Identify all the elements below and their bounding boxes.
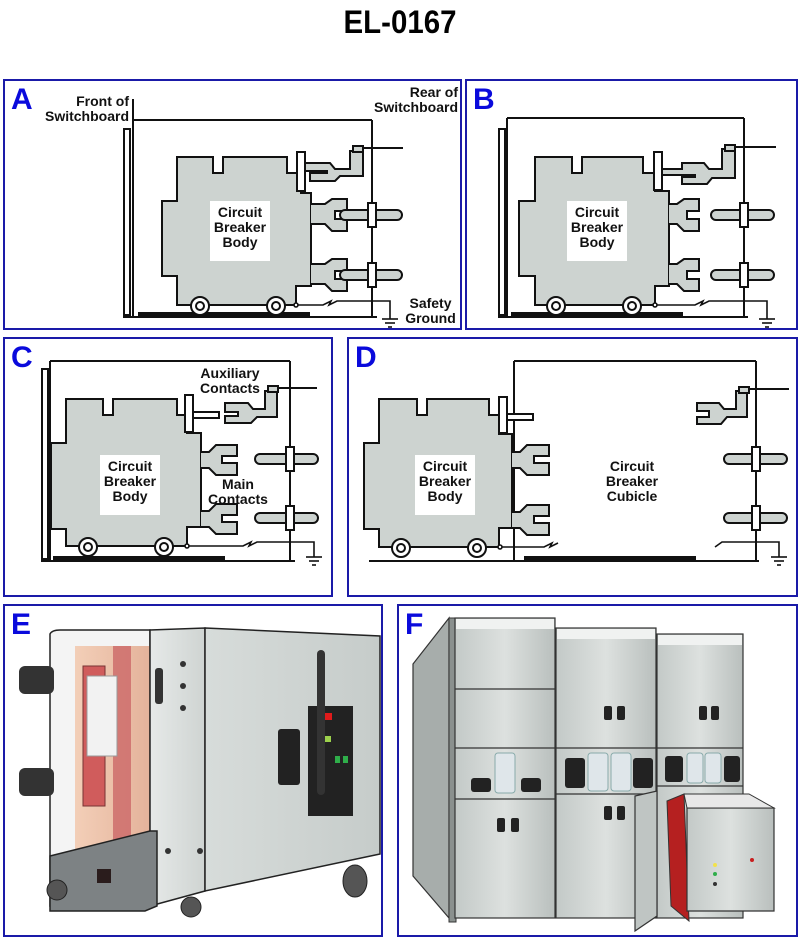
breaker-diagram-b: [498, 117, 776, 328]
breaker-diagram-d: [363, 360, 789, 566]
ground-wire: [652, 299, 775, 328]
floor-rail: [138, 312, 310, 316]
open-door: [634, 790, 658, 933]
manual-handle-recess: [278, 729, 300, 785]
ground-wire: [293, 299, 398, 328]
ground-wire: [497, 541, 787, 566]
label-rear-of-switchboard: Rear of Switchboard: [373, 84, 458, 115]
auxiliary-contact: [498, 386, 789, 434]
label-circuit-breaker-body: Circuit Breaker Body: [418, 458, 472, 504]
main-contacts: [669, 198, 775, 292]
wheels: [190, 296, 286, 316]
main-contacts: [512, 444, 788, 536]
label-circuit-breaker-body: Circuit Breaker Body: [103, 458, 157, 504]
panel-letter-a: A: [11, 83, 33, 116]
panel-c: C Auxiliary Contacts Main Contacts Circu…: [3, 337, 333, 597]
panel-letter-c: C: [11, 341, 33, 374]
panel-d: D Circuit Breaker Body Circuit Breaker C…: [347, 337, 798, 597]
panel-letter-e: E: [11, 608, 32, 641]
label-safety-ground: Safety Ground: [405, 295, 456, 326]
breaker-diagram-c: [41, 360, 322, 566]
auxiliary-contact: [184, 385, 317, 433]
green-indicator: [325, 736, 331, 742]
primary-bushings: [19, 666, 54, 796]
wheels: [78, 537, 174, 557]
label-auxiliary-contacts: Auxiliary Contacts: [200, 365, 260, 396]
main-contacts: [311, 198, 403, 292]
main-contacts: [201, 444, 319, 535]
panel-a: A Front of Switchboard Rear of Switchboa…: [3, 79, 462, 330]
breaker-diagram-a: [123, 99, 403, 328]
panel-e: E: [3, 604, 383, 937]
breaker-red-barrier: [666, 793, 690, 923]
label-circuit-breaker-cubicle: Circuit Breaker Cubicle: [605, 458, 659, 504]
wheels: [546, 296, 642, 316]
green-button: [335, 756, 340, 763]
label-circuit-breaker-body: Circuit Breaker Body: [213, 204, 267, 250]
auxiliary-contact: [296, 145, 403, 192]
switchgear-lineup-illustration: [412, 616, 776, 933]
label-main-contacts: Main Contacts: [208, 476, 268, 507]
red-indicator: [325, 713, 332, 720]
racking-handle: [317, 650, 325, 795]
panel-letter-d: D: [355, 341, 377, 374]
bolts: [165, 661, 203, 854]
vacuum-breaker-illustration: [19, 627, 381, 918]
panel-b: B Circuit Breaker Body: [465, 79, 798, 330]
wheels: [391, 538, 487, 558]
green-button: [343, 756, 348, 763]
label-front-of-switchboard: Front of Switchboard: [44, 93, 129, 124]
side-handle: [155, 668, 163, 704]
casters: [46, 864, 368, 918]
ground-wire: [184, 540, 322, 566]
control-switches: [471, 706, 740, 832]
body-label-bg: [210, 201, 270, 261]
panel-letter-f: F: [405, 608, 424, 641]
panel-letter-b: B: [473, 83, 495, 116]
front-panel-post: [123, 128, 131, 316]
panel-f: F: [397, 604, 798, 937]
withdrawn-breaker: [686, 807, 775, 912]
protective-relays: [494, 752, 722, 794]
diagram-title: EL-0167: [343, 4, 457, 40]
label-circuit-breaker-body: Circuit Breaker Body: [570, 204, 624, 250]
auxiliary-contact: [653, 144, 776, 191]
